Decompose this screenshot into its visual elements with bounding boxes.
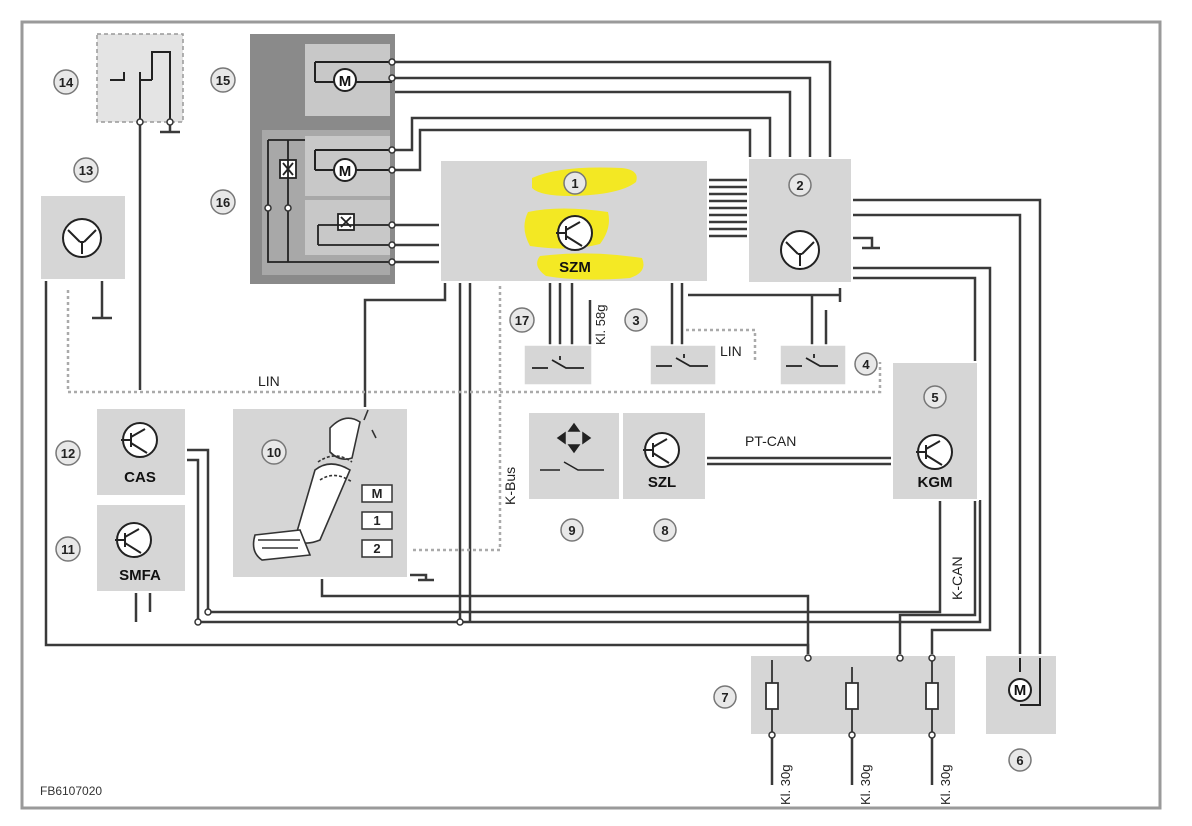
number-badges — [53, 67, 1032, 772]
kgm-transistor-icon — [916, 434, 953, 470]
badge-numbers: 1 2 3 4 5 6 7 8 9 10 11 12 13 14 15 16 1… — [59, 73, 1024, 768]
module-2-sensor-icon — [780, 230, 820, 270]
memory-button-m[interactable] — [361, 484, 393, 503]
badge-13 — [73, 157, 99, 183]
badge-5 — [923, 385, 947, 409]
kgm-module — [891, 361, 979, 501]
kl58g-label: Kl. 58g — [593, 305, 608, 345]
badge-9 — [560, 518, 584, 542]
fuse-symbols — [765, 660, 939, 735]
seat-icon — [252, 409, 377, 561]
szm-transistor-icon — [556, 215, 593, 251]
smfa-transistor-icon — [115, 522, 152, 558]
badge-10-text: 10 — [267, 445, 281, 460]
badge-15 — [210, 67, 236, 93]
k-bus-label: K-Bus — [502, 467, 518, 505]
badge-13-text: 13 — [79, 163, 93, 178]
badge-2-text: 2 — [796, 178, 803, 193]
badge-7-text: 7 — [721, 690, 728, 705]
badge-15-text: 15 — [216, 73, 230, 88]
seat-memory-buttons: M 1 2 — [361, 484, 393, 558]
badge-6-text: 6 — [1016, 753, 1023, 768]
motor-15-label: M — [339, 73, 352, 90]
badge-8-text: 8 — [661, 523, 668, 538]
switch-14-symbol — [110, 51, 171, 122]
badge-4-text: 4 — [862, 357, 870, 372]
switch-4-symbol — [786, 354, 838, 367]
badge-14 — [53, 69, 79, 95]
badge-6 — [1008, 748, 1032, 772]
badge-10 — [261, 439, 287, 465]
joystick-9-icon — [540, 422, 604, 471]
terminal-dots — [768, 654, 936, 739]
kl30g-label-3: Kl. 30g — [938, 765, 953, 805]
badge-16-text: 16 — [216, 195, 230, 210]
badge-5-text: 5 — [931, 390, 938, 405]
sensor-13-icon — [62, 218, 102, 258]
badge-1-text: 1 — [571, 176, 578, 191]
badge-4 — [854, 352, 878, 376]
badge-14-text: 14 — [59, 75, 74, 90]
badge-16 — [210, 189, 236, 215]
badge-3 — [624, 308, 648, 332]
switch-17-box — [523, 344, 593, 386]
switch-17-symbol — [532, 356, 584, 369]
lin-label-small: LIN — [720, 343, 742, 359]
switch-4-box — [779, 344, 847, 386]
figure-id: FB6107020 — [40, 784, 102, 798]
kl30g-label-2: Kl. 30g — [858, 765, 873, 805]
k-can-label: K-CAN — [949, 556, 965, 600]
lin-bus-lines — [66, 280, 882, 552]
badge-12 — [55, 440, 81, 466]
sensor-16-symbol — [267, 139, 392, 263]
smfa-label: SMFA — [119, 567, 161, 584]
memory-button-2[interactable] — [361, 539, 393, 558]
badge-12-text: 12 — [61, 446, 75, 461]
badge-2 — [788, 173, 812, 197]
pt-can-label: PT-CAN — [745, 433, 796, 449]
badge-9-text: 9 — [568, 523, 575, 538]
badge-11 — [55, 536, 81, 562]
switch-3-symbol — [656, 354, 708, 367]
memory-button-m-label: M — [372, 486, 383, 501]
badge-17-text: 17 — [515, 313, 529, 328]
badge-3-text: 3 — [632, 313, 639, 328]
connector-dots — [136, 58, 464, 626]
memory-button-1-label: 1 — [373, 513, 380, 528]
badge-7 — [713, 685, 737, 709]
kgm-label: KGM — [918, 474, 953, 491]
wires — [44, 60, 1042, 785]
memory-button-1[interactable] — [361, 511, 393, 530]
cas-transistor-icon — [121, 422, 158, 458]
motor-16-label: M — [339, 163, 352, 180]
badge-1 — [563, 171, 587, 195]
szm-label: SZM — [559, 259, 591, 276]
szl-label: SZL — [648, 474, 676, 491]
motor-6-label: M — [1014, 682, 1027, 699]
motor-6-symbol: M — [1008, 658, 1041, 706]
kl30g-label-1: Kl. 30g — [778, 765, 793, 805]
motor-16-symbol: M — [314, 149, 392, 182]
motor-15-symbol: M — [314, 61, 392, 92]
switch-3-box — [649, 344, 717, 386]
badge-11-text: 11 — [61, 542, 75, 557]
szl-transistor-icon — [643, 432, 680, 468]
badge-8 — [653, 518, 677, 542]
cas-label: CAS — [124, 469, 156, 486]
badge-17 — [509, 307, 535, 333]
lin-label-main: LIN — [258, 373, 280, 389]
memory-button-2-label: 2 — [373, 541, 380, 556]
